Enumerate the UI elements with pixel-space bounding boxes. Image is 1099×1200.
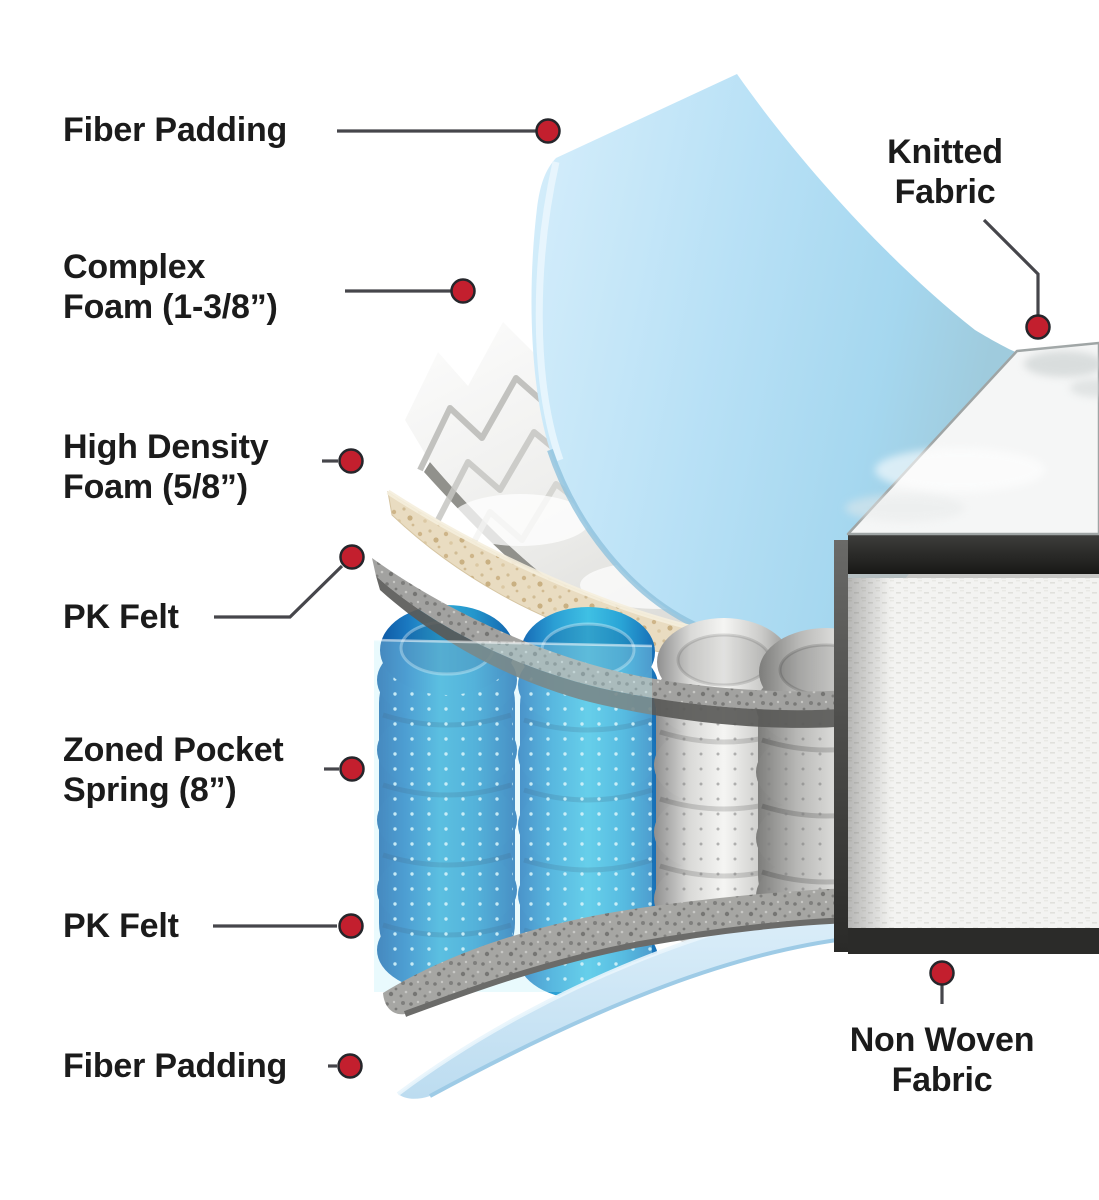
top-fabric-sheen <box>845 494 965 522</box>
pk-felt-bottom-edge <box>403 917 851 1017</box>
mattress-band-seam <box>848 574 1099 578</box>
mattress-bottom-border-band <box>848 928 1099 954</box>
label-complex-foam: Complex Foam (1-3/8”) <box>63 248 278 327</box>
knit-patch <box>1070 379 1099 397</box>
zoned-overlay-pane <box>373 638 653 992</box>
callout-dot-pk-felt-top <box>339 544 365 570</box>
callout-line-pk-felt-top <box>214 564 344 619</box>
top-fabric-sheen <box>875 448 1045 492</box>
label-non-woven-fabric: Non Woven Fabric <box>849 1021 1035 1100</box>
label-pk-felt-top: PK Felt <box>63 598 179 636</box>
mattress-top-border-band <box>848 534 1099 574</box>
pocket-spring-blue-1 <box>377 605 517 992</box>
callout-line-knitted-fabric <box>982 218 1040 315</box>
mattress-cut-face <box>834 540 848 952</box>
pk-felt-top-layer <box>372 558 850 728</box>
label-fiber-padding-top: Fiber Padding <box>63 111 288 149</box>
pk-felt-bottom-layer <box>383 888 851 1017</box>
complex-foam-underside <box>424 462 858 652</box>
callout-dot-fiber-padding-top <box>535 118 561 144</box>
label-knitted-fabric: Knitted Fabric <box>887 133 1003 212</box>
label-fiber-padding-bottom: Fiber Padding <box>63 1047 288 1085</box>
label-pk-felt-bottom: PK Felt <box>63 907 179 945</box>
knit-patch <box>1024 351 1099 377</box>
callout-dot-non-woven-fabric <box>929 960 955 986</box>
callout-dot-complex-foam <box>450 278 476 304</box>
mattress-block <box>834 341 1099 954</box>
fiber-padding-top-edge-highlight <box>535 161 564 462</box>
callouts <box>213 118 1051 1079</box>
callout-dot-high-density-foam <box>338 448 364 474</box>
foam-sheen <box>450 494 590 546</box>
callout-dot-pk-felt-bottom <box>338 913 364 939</box>
fiber-padding-bottom-under-edge <box>429 936 853 1098</box>
pk-felt-top-dark-underlayer <box>376 576 850 728</box>
mattress-side-shadow <box>848 578 892 928</box>
callout-dot-knitted-fabric <box>1025 314 1051 340</box>
callout-dot-fiber-padding-bottom <box>337 1053 363 1079</box>
callout-dot-zoned-pocket-spring <box>339 756 365 782</box>
label-high-density-foam: High Density Foam (5/8”) <box>63 428 269 507</box>
label-zoned-pocket-spring: Zoned Pocket Spring (8”) <box>63 731 284 810</box>
pk-felt-bottom-speckles <box>383 888 850 1015</box>
pk-felt-top-speckles <box>372 558 850 711</box>
